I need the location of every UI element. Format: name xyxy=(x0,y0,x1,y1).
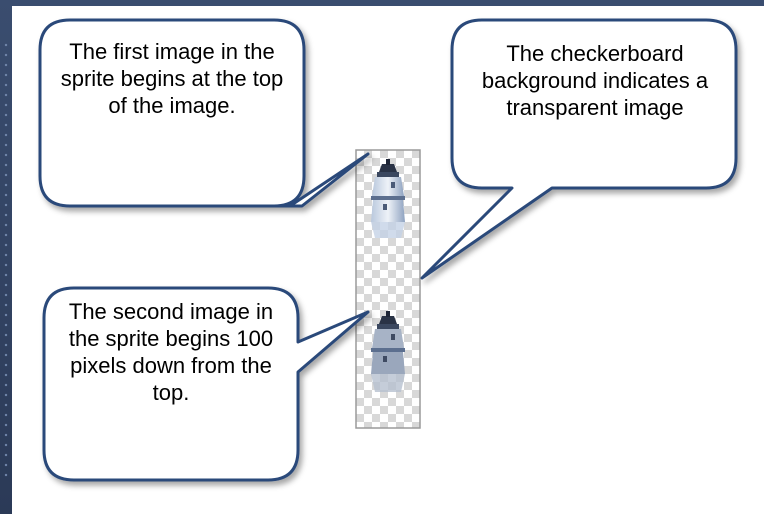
callout-second-text: The second image in the sprite begins 10… xyxy=(68,299,274,405)
callout-first-text: The first image in the sprite begins at … xyxy=(60,39,284,118)
lighthouse-icon xyxy=(371,159,405,238)
callout-second-shape xyxy=(42,286,370,482)
lighthouse-icon xyxy=(371,311,405,392)
slide-canvas: The first image in the sprite begins at … xyxy=(12,6,764,514)
diagram-svg xyxy=(38,18,738,482)
callout-first-shape xyxy=(38,18,370,208)
callout-checker-shape xyxy=(420,18,738,280)
callout-checker-text: The checkerboard background indicates a … xyxy=(481,41,709,120)
